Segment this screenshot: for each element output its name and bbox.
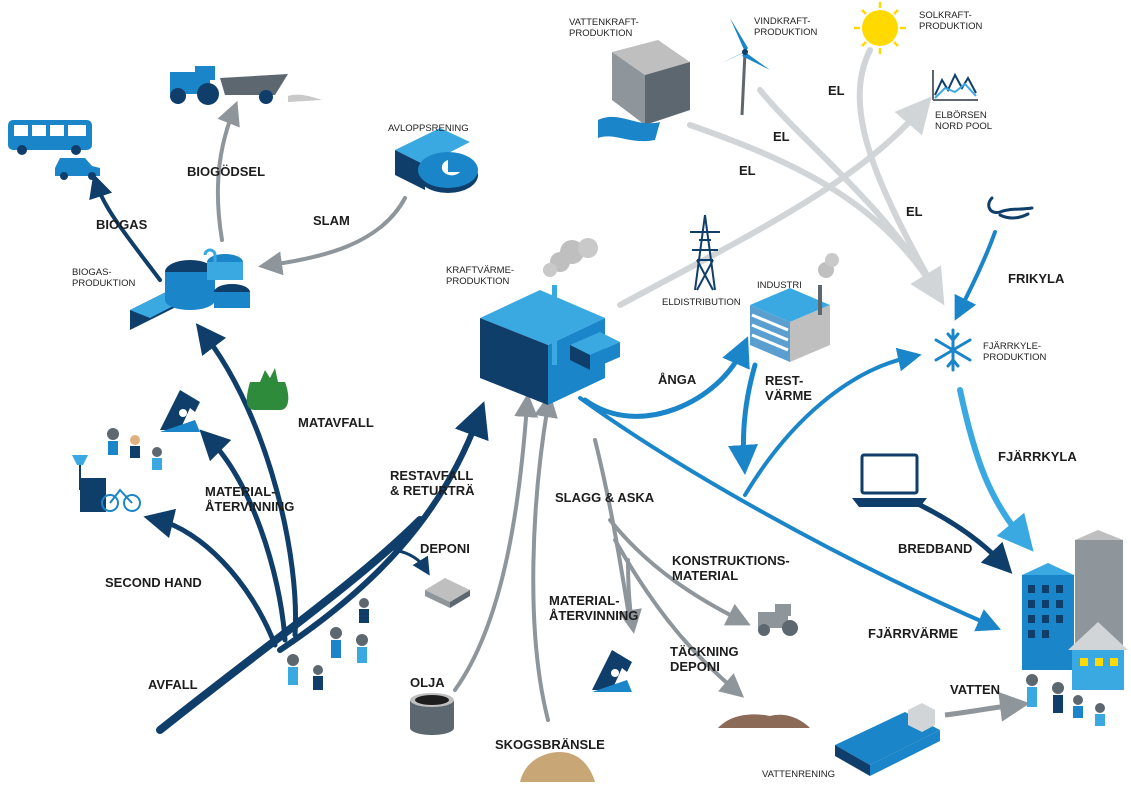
power-pylon-icon <box>690 214 720 291</box>
industri-label: INDUSTRI <box>757 280 802 291</box>
deponi-arrow <box>393 548 430 576</box>
soil-pile-icon <box>718 714 810 728</box>
solar-production-label: SOLKRAFT- PRODUKTION <box>919 10 983 32</box>
fjarrkyla-arrow <box>957 387 1034 552</box>
avloppsrening-label: AVLOPPSRENING <box>388 123 469 134</box>
woodchip-pile-icon <box>520 752 595 782</box>
cooling-production-label: FJÄRRKYLE- PRODUKTION <box>983 341 1047 363</box>
tractor-icon <box>170 66 322 105</box>
second-hand-arrow <box>143 508 278 648</box>
olja-arrow <box>453 393 539 692</box>
biogodsel-arrow <box>215 100 240 242</box>
slam-arrow <box>258 196 407 276</box>
hydro-production-label: VATTENKRAFT- PRODUKTION <box>569 17 639 39</box>
vatten-arrow <box>944 691 1030 722</box>
biogas-label: BIOGAS <box>96 217 148 232</box>
vattenrening-label: VATTENRENING <box>762 769 836 780</box>
el-line-wind <box>757 87 938 293</box>
buildings-icon <box>1022 530 1128 690</box>
frikyla-label: FRIKYLA <box>1008 271 1065 286</box>
skogsbransle-arrow <box>531 393 558 722</box>
laptop-icon <box>852 453 927 507</box>
tractor-icon <box>758 604 798 636</box>
oil-tank-icon <box>410 693 454 735</box>
avfall-label: AVFALL <box>148 677 198 692</box>
slagg-aska-label: SLAGG & ASKA <box>555 490 655 505</box>
people-icon <box>107 428 162 470</box>
slam-label: SLAM <box>313 213 350 228</box>
bredband-arrow <box>917 502 1013 574</box>
sun-icon <box>854 2 906 54</box>
matavfall-arrow <box>195 323 298 638</box>
chp-production-label: KRAFTVÄRME- PRODUKTION <box>446 265 515 287</box>
wind-turbine-icon <box>720 18 770 116</box>
konstruktion-arrow <box>608 518 751 626</box>
construction-material-label: KONSTRUKTIONS- MATERIAL <box>672 553 790 583</box>
anga-label: ÅNGA <box>658 372 697 387</box>
car-icon <box>55 158 100 180</box>
eldistribution-label: ELDISTRIBUTION <box>662 297 741 308</box>
deponi-label: DEPONI <box>420 541 470 556</box>
restavfall-label: RESTAVFALL & RETURTRÄ <box>390 468 475 498</box>
recycle-icon <box>160 390 200 432</box>
chp-plant-icon <box>480 238 620 405</box>
second-hand-label: SECOND HAND <box>105 575 202 590</box>
el-label-3: EL <box>739 163 756 178</box>
people-icon <box>287 598 369 690</box>
el-line-chp <box>617 96 932 308</box>
material-left-arrow <box>199 429 288 643</box>
fjarrkyla-label: FJÄRRKYLA <box>998 449 1077 464</box>
el-line-sun <box>856 47 938 293</box>
sewage-plant-icon <box>395 128 478 193</box>
hydro-dam-icon <box>598 40 690 142</box>
waste-flows <box>89 173 489 734</box>
material-right-arrow <box>618 558 642 634</box>
waste-bag-icon <box>246 368 289 410</box>
snowflake-icon <box>934 328 972 372</box>
bredband-label: BREDBAND <box>898 541 973 556</box>
gray-flows <box>215 100 751 722</box>
recycle-icon <box>592 650 632 692</box>
water-basin-icon <box>835 703 940 776</box>
lamp-bicycle-icon <box>72 455 141 512</box>
el-label-4: EL <box>906 204 923 219</box>
restvarme-label: REST- VÄRME <box>765 373 812 403</box>
wind-production-label: VINDKRAFT- PRODUKTION <box>754 16 818 38</box>
el-label-1: EL <box>828 83 845 98</box>
slagg-trunk <box>593 438 630 612</box>
biogas-tanks-icon <box>130 248 250 330</box>
fjarrvarme-arrow <box>578 396 1002 632</box>
landfill-icon <box>425 578 470 608</box>
tackning-deponi-label: TÄCKNING DEPONI <box>670 644 739 674</box>
restvarme-arrow <box>728 362 758 475</box>
electricity-network <box>617 47 945 308</box>
biogodsel-label: BIOGÖDSEL <box>187 164 266 179</box>
bus-icon <box>8 120 92 155</box>
to-cooling-arrow <box>743 347 922 497</box>
material-recycling-left-label: MATERIAL- ÅTERVINNING <box>205 484 295 514</box>
skogsbransle-label: SKOGSBRÄNSLE <box>495 737 605 752</box>
biogas-arrow <box>89 173 162 282</box>
people-icon <box>1026 674 1105 726</box>
tackning-arrow <box>613 538 745 698</box>
anga-arrow <box>582 336 750 419</box>
vatten-label: VATTEN <box>950 682 1001 697</box>
el-label-2: EL <box>773 129 790 144</box>
olja-label: OLJA <box>410 675 445 690</box>
avfall-trunk <box>156 516 424 734</box>
frikyla-arrow <box>954 230 997 321</box>
heat-flows <box>578 230 1034 632</box>
elborsen-label: ELBÖRSEN NORD POOL <box>935 110 993 132</box>
wind-icon <box>987 196 1034 220</box>
material-recycling-right-label: MATERIAL- ÅTERVINNING <box>549 593 639 623</box>
matavfall-label: MATAVFALL <box>298 415 374 430</box>
biogas-production-label: BIOGAS- PRODUKTION <box>72 267 136 289</box>
price-chart-icon <box>932 70 978 101</box>
factory-icon <box>750 253 839 362</box>
fjarrvarme-label: FJÄRRVÄRME <box>868 626 959 641</box>
